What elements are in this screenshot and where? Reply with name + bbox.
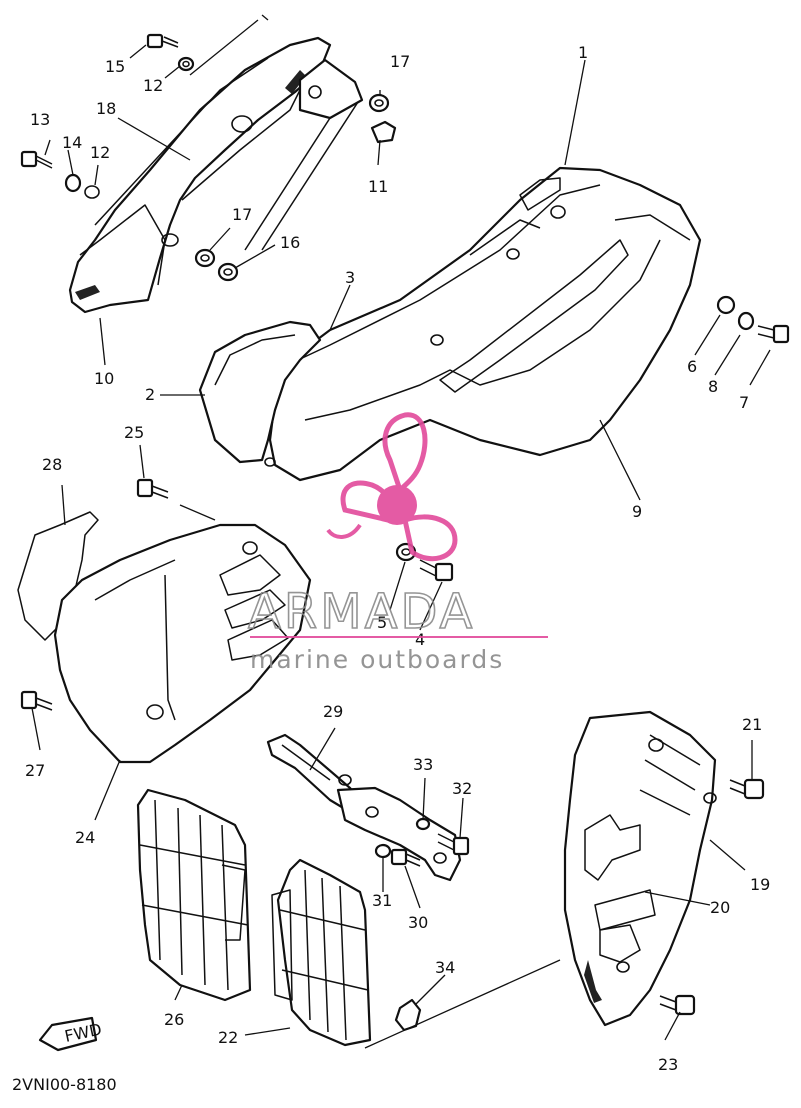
callout-10: 10 — [94, 369, 114, 388]
callout-9: 9 — [632, 502, 642, 521]
callout-6: 6 — [687, 357, 697, 376]
callout-27: 27 — [25, 761, 45, 780]
fastener-4-bolt — [419, 559, 454, 582]
fastener-31-washer — [374, 843, 392, 859]
callout-5: 5 — [377, 613, 387, 632]
leader-lines — [31, 44, 771, 1049]
fastener-7-bolt — [757, 324, 790, 344]
callout-23: 23 — [658, 1055, 678, 1074]
callout-28: 28 — [42, 455, 62, 474]
fastener-12-washer — [177, 56, 195, 72]
part-bracket-assembly — [266, 733, 462, 882]
callout-30: 30 — [408, 913, 428, 932]
fastener-11-grommet — [370, 120, 397, 144]
callout-25: 25 — [124, 423, 144, 442]
watermark-tagline: marine outboards — [250, 645, 504, 674]
callout-3: 3 — [345, 268, 355, 287]
callout-33: 33 — [413, 755, 433, 774]
callout-11: 11 — [368, 177, 388, 196]
callout-29: 29 — [323, 702, 343, 721]
callout-21: 21 — [742, 715, 762, 734]
callout-13: 13 — [30, 110, 50, 129]
part-left-side-cover — [17, 511, 312, 764]
fastener-33-washer — [415, 817, 431, 831]
fastener-17-washer-mid — [194, 248, 216, 268]
callout-12a: 12 — [143, 76, 163, 95]
part-strap — [244, 58, 364, 251]
part-airbox-cover — [268, 166, 702, 482]
fastener-21-bolt — [729, 778, 765, 800]
callout-17a: 17 — [390, 52, 410, 71]
fastener-14-washer — [64, 173, 82, 193]
watermark: ARMADA marine outboards — [247, 412, 548, 674]
fastener-6-washer — [716, 295, 736, 315]
fastener-8-washer — [737, 311, 755, 331]
fwd-arrow: FWD — [38, 1016, 103, 1052]
fastener-16-washer — [217, 262, 239, 282]
callout-20: 20 — [710, 898, 730, 917]
part-radiator-shroud — [563, 710, 717, 1027]
callout-4: 4 — [415, 630, 425, 649]
fastener-32-bolt — [437, 833, 470, 856]
callout-18: 18 — [96, 99, 116, 118]
callout-15: 15 — [105, 57, 125, 76]
callout-1: 1 — [578, 43, 588, 62]
callout-26: 26 — [164, 1010, 184, 1029]
fastener-17-washer-top — [368, 93, 390, 113]
callout-32: 32 — [452, 779, 472, 798]
watermark-logo-icon — [326, 412, 458, 562]
callout-17b: 17 — [232, 205, 252, 224]
fastener-13-bolt — [20, 150, 53, 169]
fastener-34-nut — [394, 998, 422, 1032]
part-frame-bracket — [68, 14, 332, 314]
callout-22: 22 — [218, 1028, 238, 1047]
fastener-27-bolt — [20, 690, 53, 711]
callout-7: 7 — [739, 393, 749, 412]
callout-2: 2 — [145, 385, 155, 404]
fastener-15-bolt — [146, 33, 179, 49]
part-radiator-louver-right — [271, 858, 372, 1047]
callout-labels: 1 2 3 4 5 6 7 8 9 10 11 12 12 13 14 15 1… — [25, 43, 770, 1074]
callout-16: 16 — [280, 233, 300, 252]
part-side-plate — [198, 320, 322, 467]
callout-8: 8 — [708, 377, 718, 396]
callout-12b: 12 — [90, 143, 110, 162]
part-radiator-louver-left — [136, 788, 252, 1002]
fastener-30-bolt — [390, 848, 421, 867]
callout-31: 31 — [372, 891, 392, 910]
callout-14: 14 — [62, 133, 82, 152]
callout-19: 19 — [750, 875, 770, 894]
callout-24: 24 — [75, 828, 95, 847]
fastener-25-bolt — [136, 478, 169, 499]
fastener-23-bolt — [659, 994, 696, 1016]
callout-34: 34 — [435, 958, 455, 977]
watermark-brand: ARMADA — [248, 584, 475, 640]
diagram-code: 2VNI00-8180 — [12, 1075, 117, 1094]
